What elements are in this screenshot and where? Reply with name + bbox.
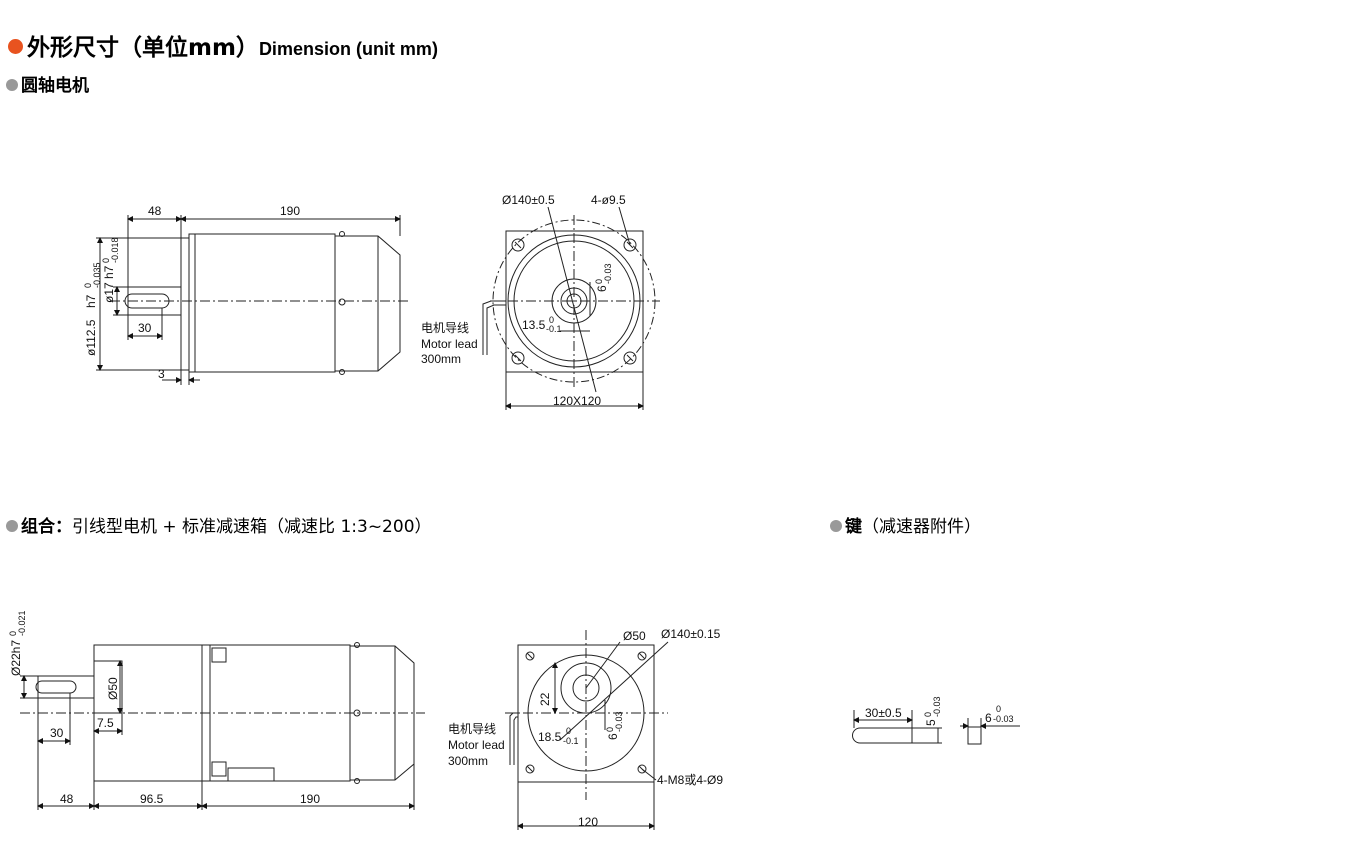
dim-key-width: 6 bbox=[595, 285, 609, 292]
dim-key-total-length: 30±0.5 bbox=[865, 706, 902, 720]
dim-key-height: 13.5 bbox=[522, 318, 546, 332]
motor1-front-labels: Ø140±0.5 4-ø9.5 6 0 -0.03 13.5 0 -0.1 12… bbox=[421, 193, 626, 408]
combo-front-labels: Ø50 Ø140±0.15 22 18.5 0 -0.1 6 0 -0.03 4… bbox=[448, 627, 723, 829]
motor1-side-view bbox=[96, 215, 410, 385]
dim-shaft2-tol-lower: -0.021 bbox=[17, 610, 27, 636]
dim-key-length: 30 bbox=[138, 321, 152, 335]
dim-key-height-2-tol-lower: -0.1 bbox=[563, 736, 579, 746]
combo-label-bold: 组合： bbox=[21, 517, 72, 537]
dim-key-width-tol-upper: 0 bbox=[594, 279, 604, 284]
dim-boss-dia: Ø50 bbox=[106, 677, 120, 700]
dim-key-height-tol-upper: 0 bbox=[549, 315, 554, 325]
combo-side-labels: Ø22h7 0 -0.021 Ø50 30 7.5 48 96.5 190 bbox=[8, 610, 320, 806]
lead-length-2: 300mm bbox=[448, 754, 488, 768]
dim-gearbox-length: 96.5 bbox=[140, 792, 164, 806]
combo-label-rest: 引线型电机 + 标准减速箱（减速比 1:3~200） bbox=[72, 517, 432, 537]
key-drawing bbox=[852, 710, 1020, 745]
page-title: 外形尺寸（单位mm）Dimension (unit mm) bbox=[8, 28, 438, 62]
lead-length: 300mm bbox=[421, 352, 461, 366]
dim-shaft-length: 48 bbox=[148, 204, 162, 218]
dim-key-width-tol-upper-k: 0 bbox=[996, 704, 1001, 714]
section-label-key: 键（减速器附件） bbox=[830, 512, 981, 537]
dim-shaft-tol-lower: -0.018 bbox=[110, 237, 120, 263]
dim-shaft-tol-upper: 0 bbox=[101, 258, 111, 263]
dim-shaft-dia-2: Ø22h7 bbox=[9, 640, 23, 676]
section-label-combo: 组合：引线型电机 + 标准减速箱（减速比 1:3~200） bbox=[6, 512, 432, 537]
dim-pilot-tol-upper: 0 bbox=[83, 283, 93, 288]
key-label-rest: （减速器附件） bbox=[862, 517, 981, 537]
grey-bullet-icon bbox=[830, 519, 842, 532]
dim-key-height-tol-upper-k: 0 bbox=[923, 712, 933, 717]
lead-label-en-2: Motor lead bbox=[448, 738, 505, 752]
dim-pcd: Ø140±0.5 bbox=[502, 193, 555, 207]
lead-label-cn-2: 电机导线 bbox=[448, 722, 496, 736]
combo-side-view bbox=[20, 642, 425, 810]
dim-key-width-base: 6 bbox=[985, 711, 992, 725]
dim-key-height-2: 18.5 bbox=[538, 730, 562, 744]
dim-key-width-tol-lower: -0.03 bbox=[603, 263, 613, 284]
dim-flange-thickness: 3 bbox=[158, 367, 165, 381]
dim-square-2: 120 bbox=[578, 815, 598, 829]
dim-boss-length: 7.5 bbox=[97, 716, 114, 730]
dim-key-height-base: 5 bbox=[924, 719, 938, 726]
dim-key-height-2-tol-upper: 0 bbox=[566, 726, 571, 736]
dim-shaft2-tol-upper: 0 bbox=[8, 631, 18, 636]
lead-label-cn: 电机导线 bbox=[421, 321, 469, 335]
dim-key-width-tol-lower-k: -0.03 bbox=[993, 714, 1014, 724]
dim-offset: 22 bbox=[538, 692, 552, 706]
motor1-front-view bbox=[482, 206, 660, 410]
dim-motor-length: 190 bbox=[300, 792, 320, 806]
key-label-bold: 键 bbox=[845, 517, 862, 537]
title-en: Dimension (unit mm) bbox=[258, 39, 438, 59]
dim-key-width-2: 6 bbox=[606, 733, 620, 740]
dim-key-height-tol-lower-k: -0.03 bbox=[932, 696, 942, 717]
section-label-round-shaft: 圆轴电机 bbox=[6, 71, 89, 96]
dim-square: 120X120 bbox=[553, 394, 601, 408]
dim-key-width-2-tol-lower: -0.03 bbox=[614, 711, 624, 732]
motor1-side-labels: 48 190 30 3 ø112.5 h7 0 -0.035 ø17 h7 0 … bbox=[83, 204, 300, 381]
dim-mount-holes-2: 4-M8或4-Ø9 bbox=[657, 773, 723, 787]
combo-front-view bbox=[505, 630, 669, 830]
grey-bullet-icon bbox=[6, 519, 18, 532]
dim-mount-holes: 4-ø9.5 bbox=[591, 193, 626, 207]
title-cn: 外形尺寸（单位mm） bbox=[27, 35, 259, 61]
lead-label-en: Motor lead bbox=[421, 337, 478, 351]
dim-key-height-tol-lower: -0.1 bbox=[546, 324, 562, 334]
dim-shaft-length-2: 48 bbox=[60, 792, 74, 806]
dim-key-length-2: 30 bbox=[50, 726, 64, 740]
orange-bullet-icon bbox=[8, 39, 23, 54]
dim-shaft-dia: ø17 h7 bbox=[102, 265, 116, 303]
dim-pilot-tol-lower: -0.035 bbox=[92, 262, 102, 288]
dim-body-length: 190 bbox=[280, 204, 300, 218]
dim-key-width-2-tol-upper: 0 bbox=[605, 727, 615, 732]
round-shaft-label: 圆轴电机 bbox=[21, 76, 89, 96]
dim-pcd-2: Ø140±0.15 bbox=[661, 627, 721, 641]
grey-bullet-icon bbox=[6, 78, 18, 91]
dim-boss-dia-front: Ø50 bbox=[623, 629, 646, 643]
key-labels: 30±0.5 5 0 -0.03 6 0 -0.03 bbox=[865, 696, 1014, 726]
dim-pilot-dia: ø112.5 bbox=[84, 319, 98, 356]
dim-pilot-tol-base: h7 bbox=[84, 294, 98, 308]
